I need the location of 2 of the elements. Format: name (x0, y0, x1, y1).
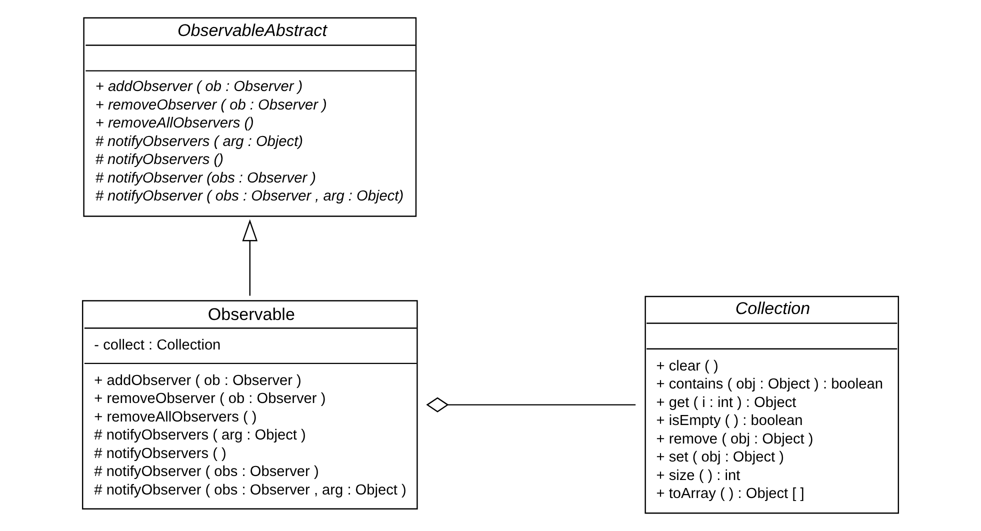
arrow (242, 219, 258, 296)
connector (426, 397, 636, 412)
